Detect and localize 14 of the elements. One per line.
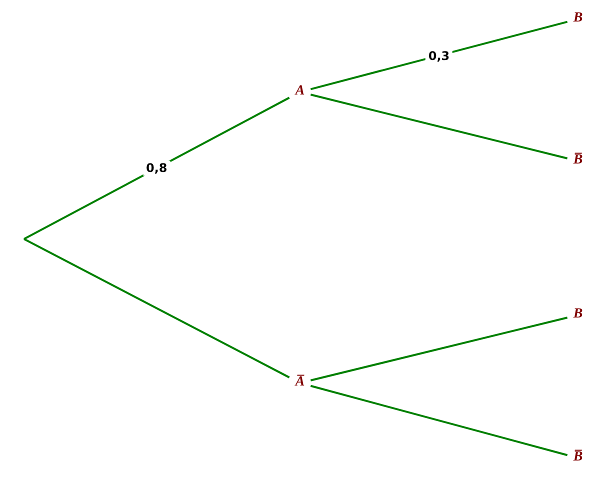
- event-label: B̅: [567, 152, 589, 170]
- branch-line: [310, 316, 568, 382]
- branch-line: [24, 238, 290, 378]
- branch-line: [24, 96, 290, 240]
- branch-line: [310, 94, 568, 160]
- event-label: A̅: [289, 374, 311, 392]
- probability-label: 0,3: [425, 48, 453, 63]
- event-label: A: [289, 82, 311, 102]
- event-label: B̅: [567, 448, 589, 468]
- branch-line: [310, 384, 568, 456]
- branch-line: [310, 20, 568, 90]
- event-label: B: [567, 306, 589, 324]
- event-label: B: [567, 10, 589, 28]
- probability-label: 0,8: [143, 161, 170, 176]
